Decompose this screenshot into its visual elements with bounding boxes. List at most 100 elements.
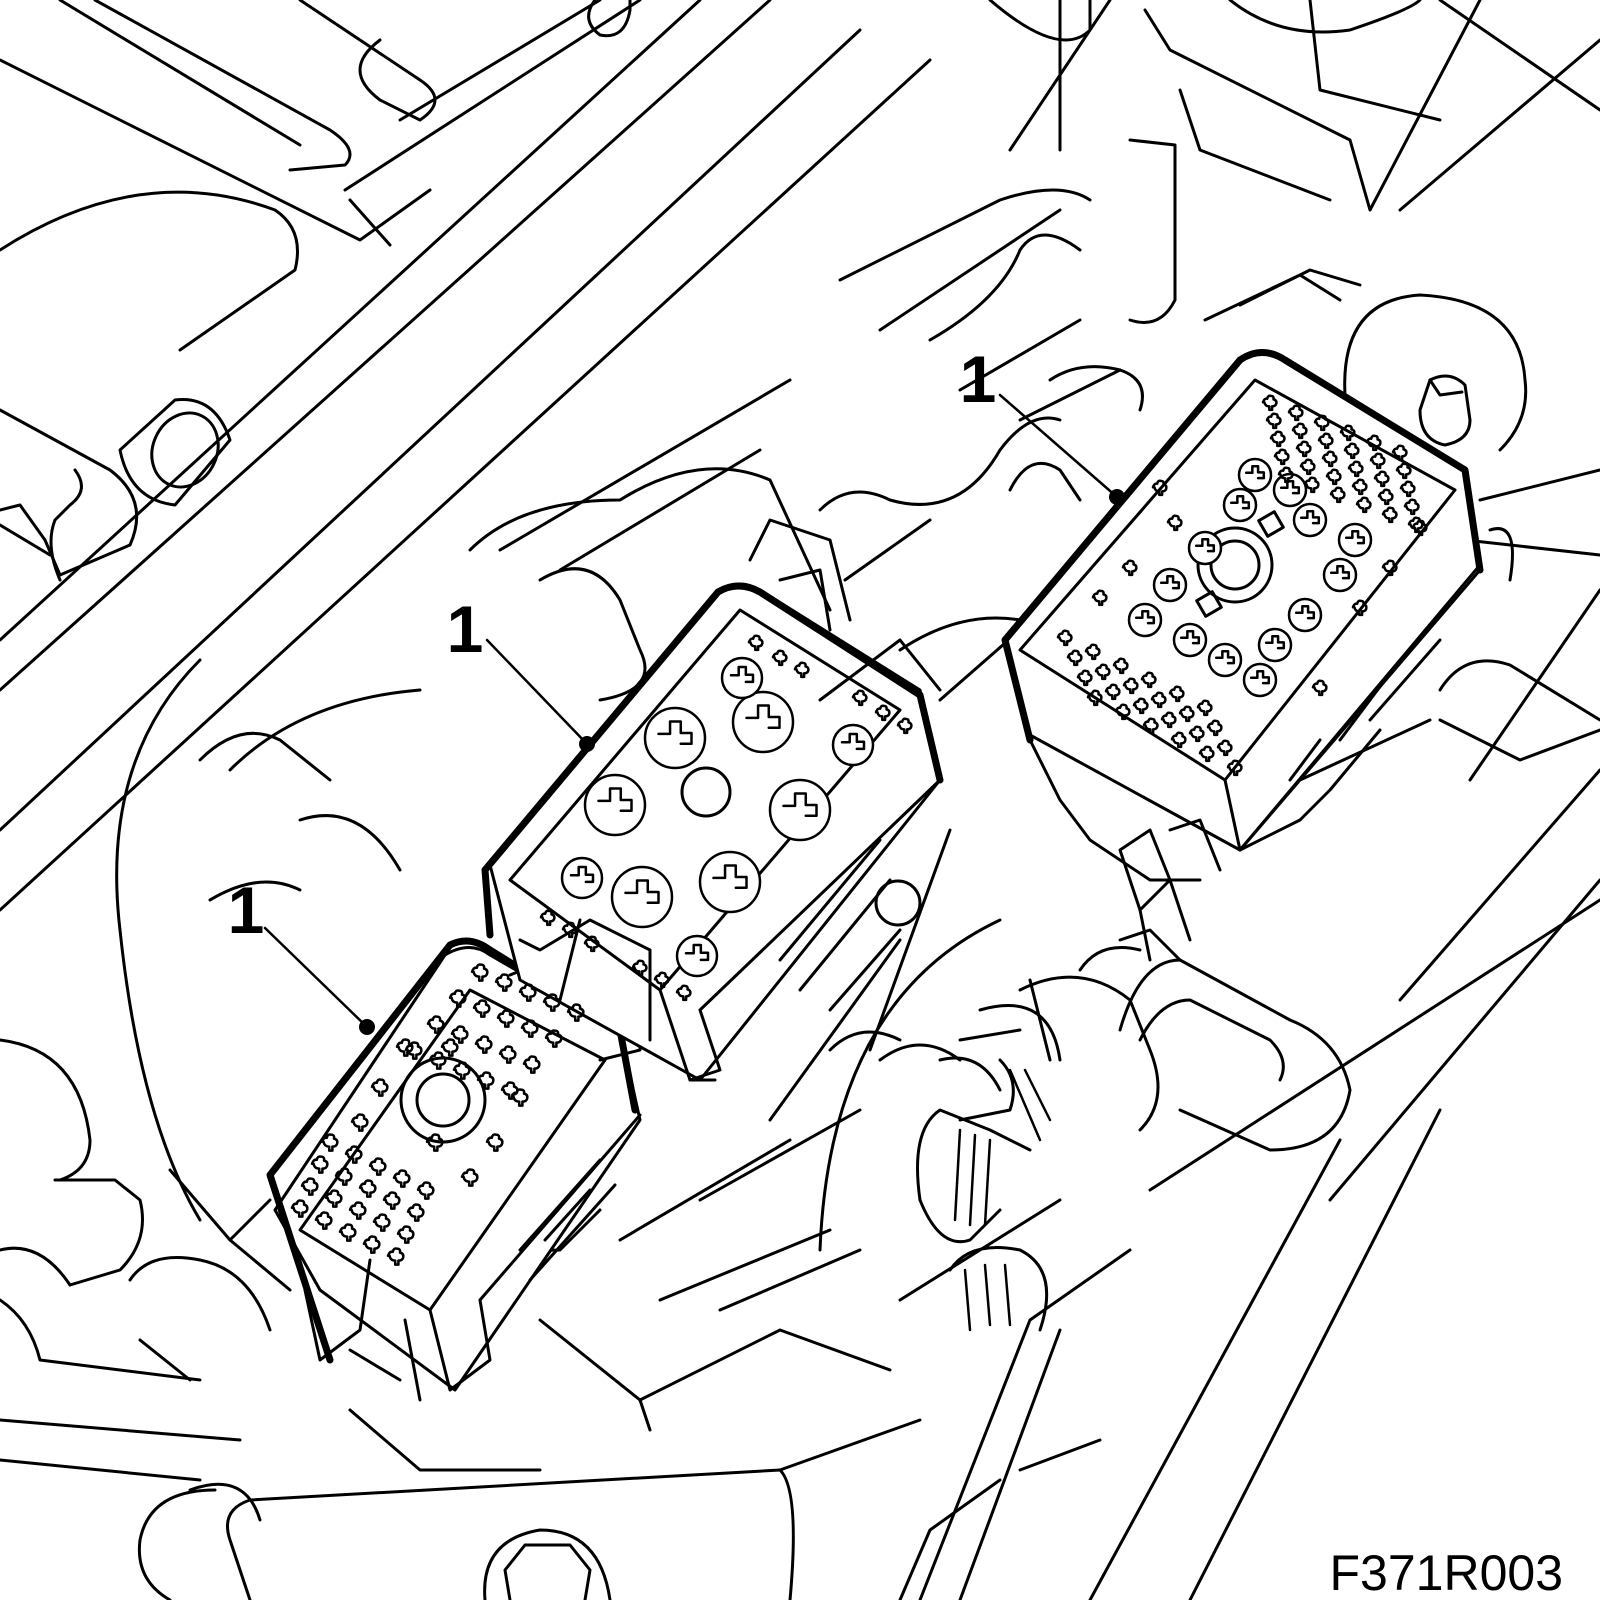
right-small-pin-16: [1373, 470, 1390, 488]
right-small-pin-51: [1170, 731, 1187, 749]
right-small-pin-26: [1329, 486, 1346, 504]
left-small-pin-29: [406, 1203, 425, 1222]
left-small-pin-1: [494, 973, 513, 992]
right-pin-11: [1207, 642, 1243, 678]
right-small-pin-37: [1094, 663, 1111, 681]
left-small-pin-28: [382, 1191, 401, 1210]
right-small-pin-6: [1265, 412, 1282, 430]
right-small-pin-44: [1132, 697, 1149, 715]
callout-dot-left: [359, 1019, 375, 1035]
right-small-pin-13: [1295, 440, 1312, 458]
middle-small-pin-10: [653, 971, 670, 989]
left-small-pin-6: [472, 999, 491, 1018]
left-small-pin-39: [386, 1247, 405, 1266]
right-small-pin-45: [1160, 711, 1177, 729]
right-pin-9: [1287, 597, 1323, 633]
callout-leaders: [263, 393, 1125, 1035]
right-small-pin-60: [1311, 679, 1328, 697]
right-small-pin-20: [1325, 468, 1342, 486]
right-pin-4: [1337, 522, 1373, 558]
right-small-pin-39: [1150, 691, 1167, 709]
left-small-pin-38: [362, 1235, 381, 1254]
right-small-pin-23: [1403, 498, 1420, 516]
right-small-pin-47: [1216, 739, 1233, 757]
right-small-pin-32: [1112, 657, 1129, 675]
right-small-pin-12: [1269, 430, 1286, 448]
middle-small-pin-9: [631, 959, 648, 977]
right-small-pin-54: [1151, 479, 1168, 497]
right-small-pin-38: [1122, 677, 1139, 695]
middle-small-pin-1: [771, 649, 788, 667]
left-small-pin-10: [426, 1015, 445, 1034]
right-small-pin-24: [1277, 466, 1294, 484]
right-small-pin-49: [1114, 703, 1131, 721]
left-small-pin-18: [476, 1071, 495, 1090]
left-small-pin-45: [460, 1168, 479, 1187]
right-connector: [1001, 349, 1484, 962]
middle-pin-8: [560, 856, 604, 900]
middle-small-pin-11: [675, 984, 692, 1002]
middle-pin-4: [698, 850, 762, 914]
right-pin-5: [1187, 530, 1223, 566]
right-small-pin-57: [1351, 599, 1368, 617]
left-small-pin-34: [396, 1225, 415, 1244]
right-pin-7: [1322, 557, 1358, 593]
right-small-pin-42: [1076, 669, 1093, 687]
left-small-pin-47: [425, 1133, 444, 1152]
right-small-pin-7: [1291, 422, 1308, 440]
right-pin-3: [1292, 502, 1328, 538]
left-small-pin-32: [348, 1201, 367, 1220]
middle-pin-5: [610, 865, 674, 929]
right-small-pin-21: [1351, 478, 1368, 496]
middle-small-pin-7: [561, 921, 578, 939]
right-connector-pins: [1056, 394, 1428, 777]
middle-pin-1: [643, 706, 707, 770]
right-small-pin-41: [1206, 719, 1223, 737]
left-small-pin-37: [338, 1223, 357, 1242]
right-small-pin-50: [1142, 717, 1159, 735]
middle-small-pin-5: [896, 717, 913, 735]
right-small-pin-27: [1355, 496, 1372, 514]
callout-dot-middle: [579, 736, 595, 752]
callout-label-left: 1: [228, 873, 265, 947]
right-small-pin-33: [1140, 671, 1157, 689]
callout-dot-right: [1109, 489, 1125, 505]
left-small-pin-42: [350, 1113, 369, 1132]
right-small-pin-19: [1299, 458, 1316, 476]
right-small-pin-2: [1313, 414, 1330, 432]
middle-pin-9: [675, 934, 719, 978]
left-small-pin-30: [300, 1177, 319, 1196]
middle-pin-7: [831, 723, 875, 767]
middle-pin-6: [720, 656, 764, 700]
left-small-pin-14: [522, 1055, 541, 1074]
left-small-pin-26: [334, 1167, 353, 1186]
right-small-pin-4: [1365, 434, 1382, 452]
middle-connector-pins: [539, 634, 913, 1002]
left-small-pin-36: [314, 1211, 333, 1230]
right-small-pin-14: [1321, 450, 1338, 468]
callout-label-middle: 1: [447, 592, 484, 666]
right-small-pin-8: [1317, 432, 1334, 450]
right-small-pin-59: [1411, 519, 1428, 537]
middle-pin-3: [583, 773, 647, 837]
callout-label-right: 1: [960, 342, 997, 416]
left-small-pin-46: [440, 1038, 459, 1057]
middle-small-pin-6: [539, 909, 556, 927]
right-small-pin-30: [1056, 629, 1073, 647]
left-small-pin-3: [542, 993, 561, 1012]
left-small-pin-4: [566, 1003, 585, 1022]
left-small-pin-23: [392, 1169, 411, 1188]
left-small-pin-11: [450, 1025, 469, 1044]
middle-small-pin-4: [874, 704, 891, 722]
middle-small-pin-8: [583, 935, 600, 953]
left-small-pin-13: [498, 1045, 517, 1064]
right-small-pin-5: [1391, 444, 1408, 462]
right-small-pin-17: [1399, 480, 1416, 498]
left-small-pin-33: [372, 1213, 391, 1232]
middle-small-pin-0: [747, 634, 764, 652]
right-pin-2: [1222, 487, 1258, 523]
right-pin-1: [1272, 472, 1308, 508]
right-small-pin-1: [1287, 404, 1304, 422]
right-pin-12: [1257, 627, 1293, 663]
